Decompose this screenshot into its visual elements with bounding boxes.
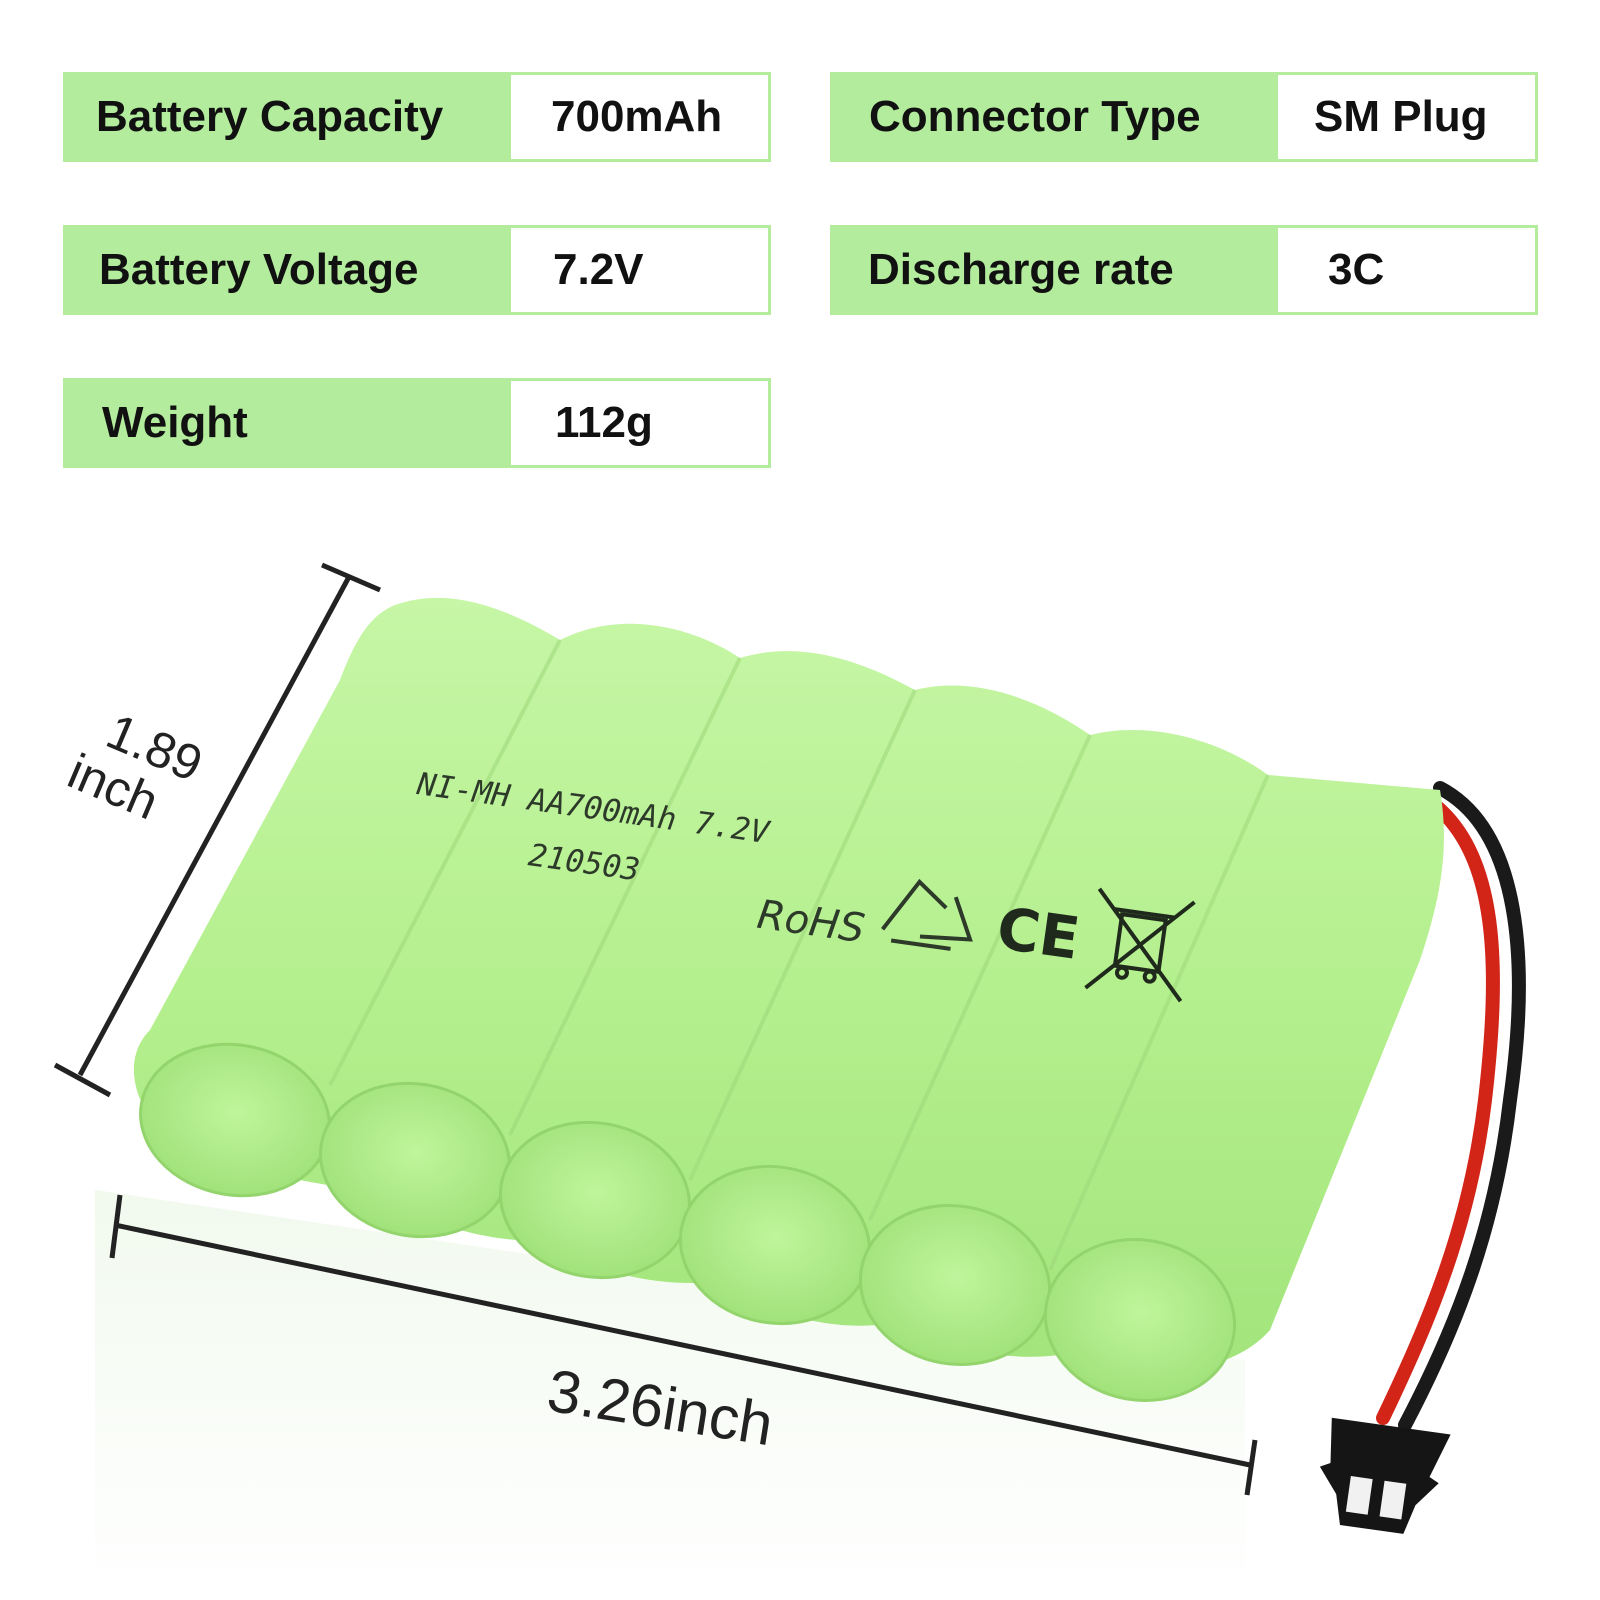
- spec-value: 7.2V: [511, 228, 768, 312]
- spec-value: 112g: [511, 381, 768, 465]
- sm-plug-connector: [1319, 1417, 1451, 1534]
- recycle-icon: [881, 878, 973, 951]
- black-wire: [1398, 781, 1526, 1432]
- height-dimension-label: 1.89 inch: [60, 703, 210, 830]
- spec-value: 700mAh: [511, 75, 768, 159]
- battery-pack: NI-MH AA700mAh 7.2V 210503 RoHS CE: [133, 597, 1444, 1402]
- spec-value: SM Plug: [1278, 75, 1535, 159]
- spec-row-battery-capacity: Battery Capacity 700mAh: [63, 72, 771, 162]
- wire-bundle: [1376, 781, 1526, 1432]
- spec-label: Battery Capacity: [66, 75, 511, 159]
- cell-grooves: [328, 639, 1270, 1271]
- ce-mark-icon: CE: [993, 894, 1084, 973]
- svg-text:CE: CE: [993, 894, 1084, 973]
- spec-row-battery-voltage: Battery Voltage 7.2V: [63, 225, 771, 315]
- spec-label: Connector Type: [833, 75, 1278, 159]
- red-wire: [1376, 793, 1500, 1425]
- height-dimension-line: [53, 562, 381, 1098]
- weee-bin-icon: [1084, 887, 1196, 1003]
- spec-value: 3C: [1278, 228, 1535, 312]
- spec-row-weight: Weight 112g: [63, 378, 771, 468]
- spec-label: Discharge rate: [833, 228, 1278, 312]
- spec-label: Weight: [66, 381, 511, 465]
- width-dimension-line: [109, 1194, 1258, 1496]
- cell-end-caps: [139, 1042, 1237, 1402]
- spec-row-connector-type: Connector Type SM Plug: [830, 72, 1538, 162]
- spec-row-discharge-rate: Discharge rate 3C: [830, 225, 1538, 315]
- reflection: [95, 1190, 1245, 1600]
- spec-label: Battery Voltage: [66, 228, 511, 312]
